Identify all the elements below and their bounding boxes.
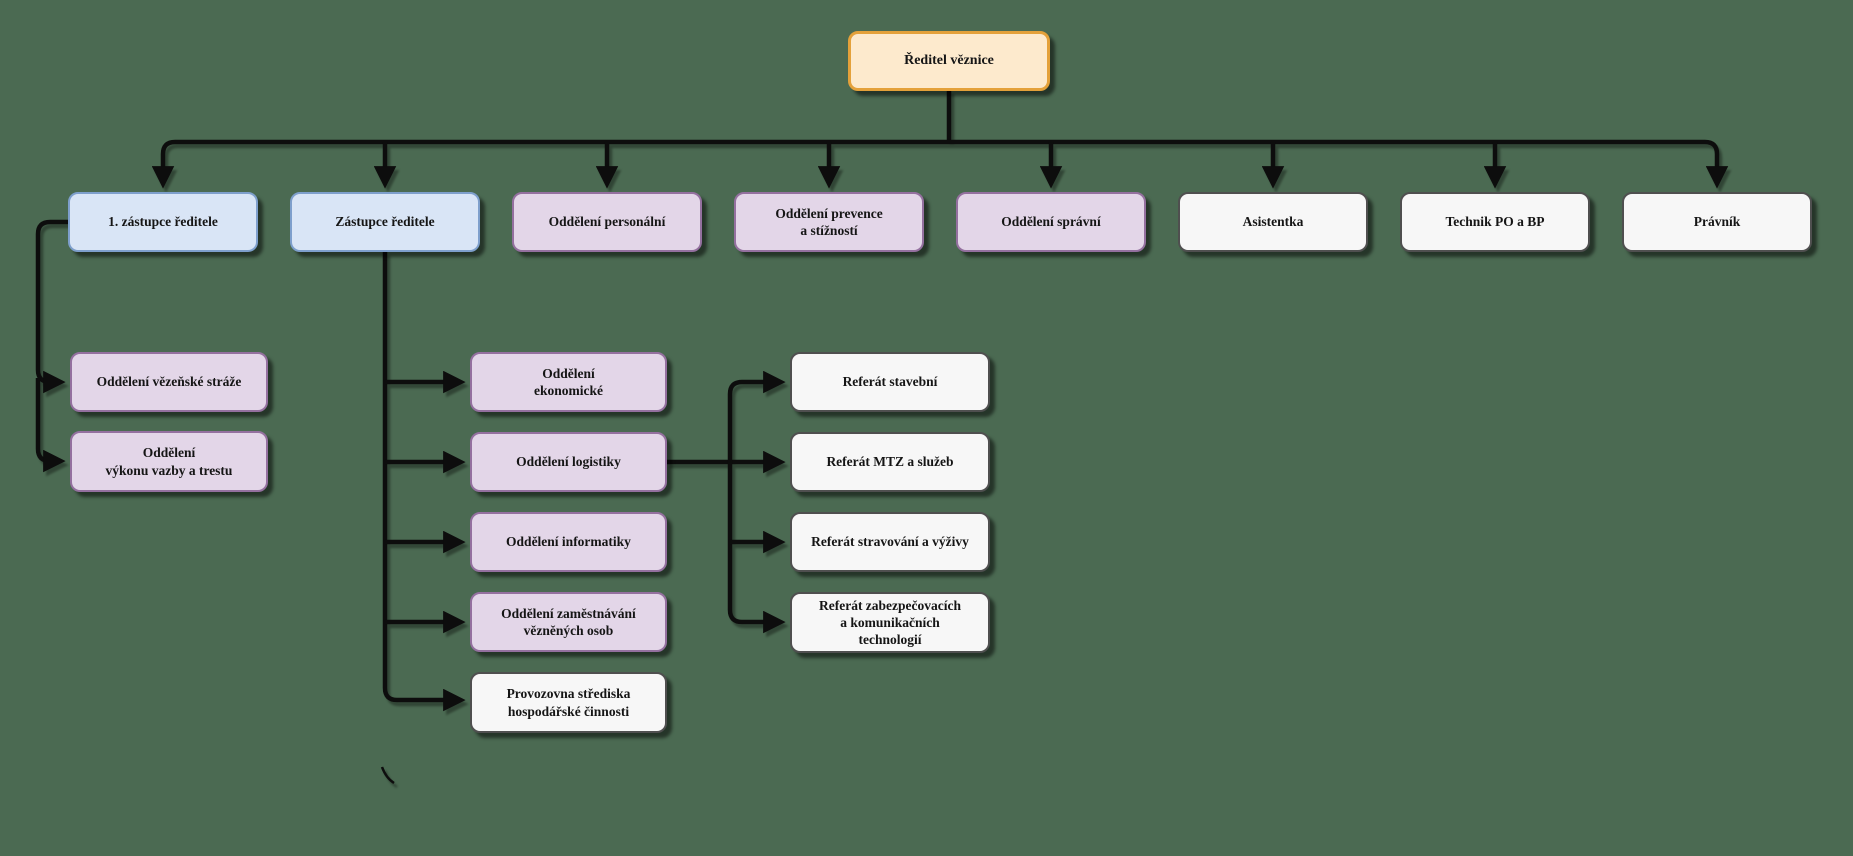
node-label: Oddělení výkonu vazby a trestu (105, 445, 233, 478)
node-referat-stavebni: Referát stavební (790, 352, 990, 412)
node-provozovna-strediska-hospodarske-cinnosti: Provozovna střediska hospodářské činnost… (470, 672, 667, 733)
node-oddeleni-spravni: Oddělení správní (956, 192, 1146, 252)
node-label: Referát MTZ a služeb (826, 454, 954, 470)
node-oddeleni-ekonomicke: Oddělení ekonomické (470, 352, 667, 412)
connector-deputy-trunk (382, 252, 466, 712)
node-referat-stravovani-a-vyzivy: Referát stravování a výživy (790, 512, 990, 572)
connector-logistics-up (727, 370, 786, 462)
node-label: Asistentka (1242, 214, 1304, 230)
node-zastupce-reditele: Zástupce ředitele (290, 192, 480, 252)
node-label: Oddělení ekonomické (534, 365, 603, 398)
node-label: Referát zabezpečovacích a komunikačních … (818, 597, 962, 648)
node-label: 1. zástupce ředitele (108, 214, 218, 230)
node-referat-zabezpecovacich-a-komunikacnich-technologii: Referát zabezpečovacích a komunikačních … (790, 592, 990, 653)
node-label: Oddělení informatiky (506, 534, 631, 550)
connector-first-deputy-branch-2 (35, 378, 66, 473)
node-label: Oddělení vězeňské stráže (96, 374, 242, 390)
node-oddeleni-logistiky: Oddělení logistiky (470, 432, 667, 492)
node-label: Oddělení správní (1001, 214, 1101, 230)
node-label: Zástupce ředitele (335, 214, 435, 230)
node-oddeleni-vezenske-straze: Oddělení vězeňské stráže (70, 352, 268, 412)
node-label: Oddělení logistiky (516, 454, 621, 470)
node-oddeleni-personalni: Oddělení personální (512, 192, 702, 252)
node-label: Právník (1693, 214, 1741, 230)
node-asistentka: Asistentka (1178, 192, 1368, 252)
stray-pen-mark (380, 766, 395, 785)
node-label: Technik PO a BP (1445, 214, 1545, 230)
connector-logistics-down (727, 462, 786, 634)
node-label: Referát stavební (842, 374, 938, 390)
node-label: Ředitel věznice (904, 53, 994, 69)
node-label: Oddělení zaměstnávání vězněných osob (501, 605, 636, 638)
node-referat-mtz-a-sluzeb: Referát MTZ a služeb (790, 432, 990, 492)
node-oddeleni-zamestnavani-veznenych-osob: Oddělení zaměstnávání vězněných osob (470, 592, 667, 652)
connector-first-deputy-branch-1 (35, 219, 68, 394)
node-label: Oddělení personální (548, 214, 666, 230)
node-reditel-veznice: Ředitel věznice (848, 31, 1050, 91)
node-label: Referát stravování a výživy (811, 534, 969, 550)
node-label: Provozovna střediska hospodářské činnost… (506, 686, 631, 719)
node-1-zastupce-reditele: 1. zástupce ředitele (68, 192, 258, 252)
node-technik-po-a-bp: Technik PO a BP (1400, 192, 1590, 252)
node-oddeleni-vykonu-vazby-a-trestu: Oddělení výkonu vazby a trestu (70, 431, 268, 492)
node-oddeleni-informatiky: Oddělení informatiky (470, 512, 667, 572)
connector-bus (151, 139, 1729, 189)
node-pravnik: Právník (1622, 192, 1812, 252)
node-oddeleni-prevence-a-stiznosti: Oddělení prevence a stížností (734, 192, 924, 252)
node-label: Oddělení prevence a stížností (775, 205, 883, 238)
